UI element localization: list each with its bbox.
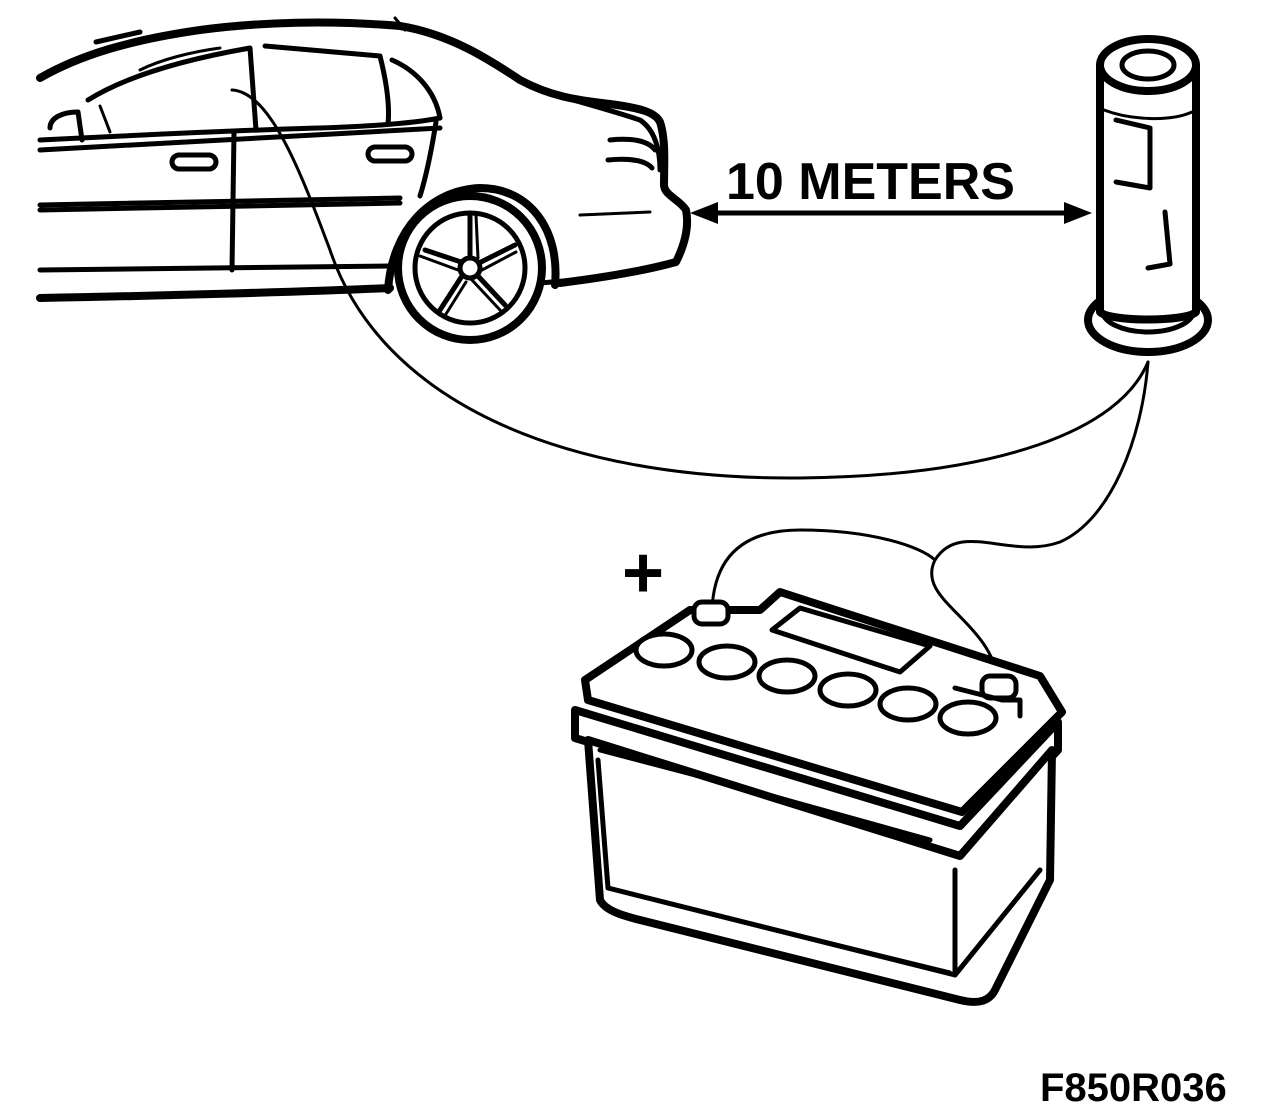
battery-cell-caps: [633, 631, 999, 737]
car-illustration: [36, 16, 691, 344]
distance-label: 10 METERS: [726, 153, 1015, 211]
positive-terminal-label: +: [622, 533, 665, 613]
distance-arrow: [690, 202, 1092, 224]
cables: [230, 88, 1150, 682]
warning-post-illustration: [1084, 35, 1212, 356]
battery-illustration: [571, 588, 1066, 1006]
figure-id-label: F850R036: [1040, 1066, 1227, 1110]
